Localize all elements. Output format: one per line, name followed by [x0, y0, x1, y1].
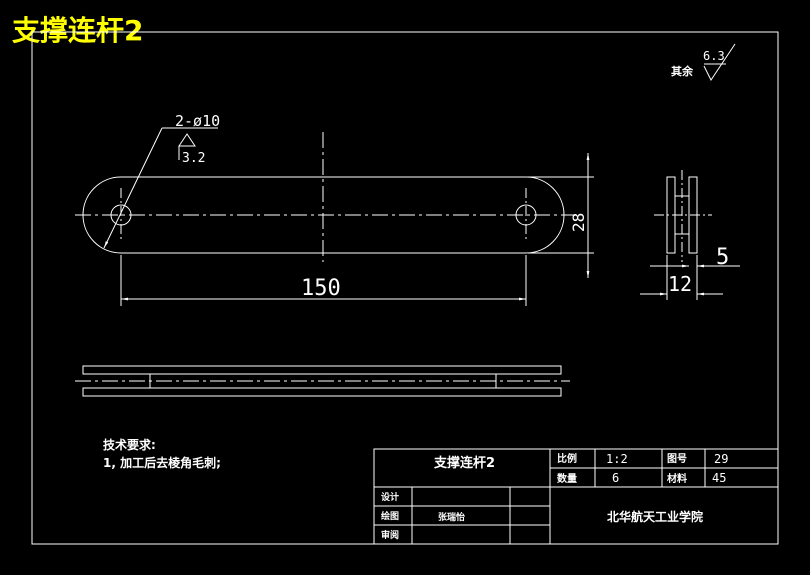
tb-drawing-no-value: 29 — [714, 452, 728, 466]
roughness-general-label: 其余 — [671, 64, 694, 78]
drawing-title: 支撑连杆2 — [12, 14, 143, 47]
front-view — [75, 127, 594, 306]
tb-draw-label: 绘图 — [381, 510, 399, 522]
tb-drafter: 张瑞怡 — [438, 511, 465, 523]
general-roughness: 其余 6.3 — [671, 43, 736, 81]
tb-school: 北华航天工业学院 — [607, 509, 703, 524]
tb-material-value: 45 — [712, 471, 726, 485]
tb-review-label: 审阅 — [381, 529, 399, 541]
link-outline — [82, 176, 565, 254]
tb-design-label: 设计 — [381, 491, 399, 503]
tb-scale-value: 1:2 — [606, 452, 628, 466]
dim-holes: 2-ø10 — [175, 112, 220, 130]
dim-plate: 5 — [716, 245, 729, 270]
top-view — [75, 365, 570, 397]
title-block — [373, 448, 779, 545]
tb-material-label: 材料 — [667, 472, 687, 485]
tb-qty-label: 数量 — [557, 472, 577, 485]
dim-length: 150 — [301, 276, 341, 301]
dim-width: 28 — [569, 213, 588, 232]
tb-part-name: 支撑连杆2 — [433, 455, 495, 471]
dim-thickness-total: 12 — [668, 272, 692, 296]
tb-scale-label: 比例 — [557, 452, 577, 465]
side-view — [640, 170, 740, 300]
tb-drawing-no-label: 图号 — [667, 453, 687, 465]
notes-line1: 1, 加工后去棱角毛刺; — [103, 455, 221, 470]
notes-heading: 技术要求: — [103, 437, 156, 452]
tb-qty-value: 6 — [612, 471, 619, 485]
roughness-hole-value: 3.2 — [182, 151, 205, 166]
roughness-general-value: 6.3 — [703, 49, 725, 63]
